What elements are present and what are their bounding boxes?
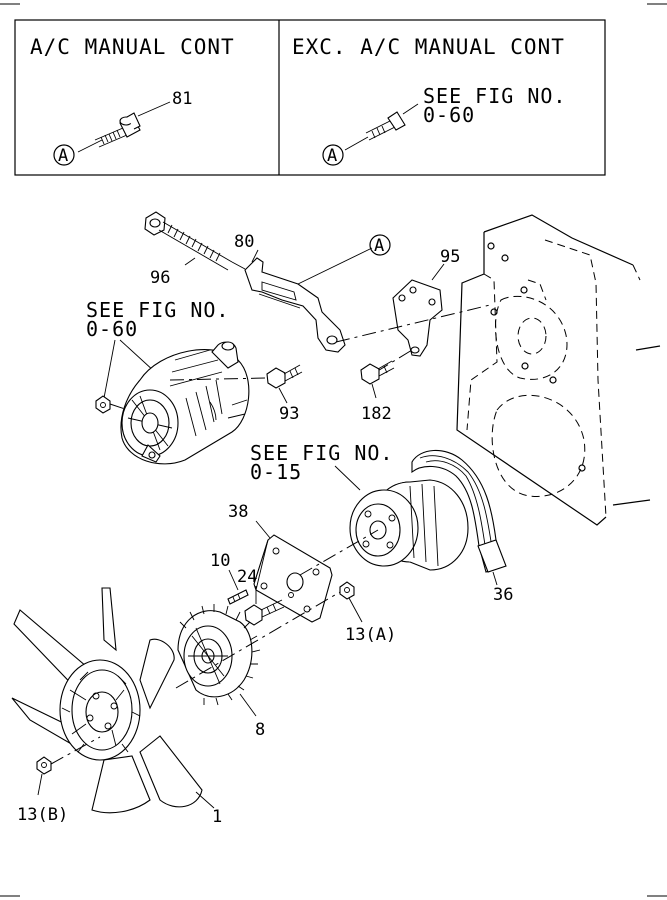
see-alternator-line1: SEE FIG NO. [86,298,229,322]
callout-182: 182 [361,404,392,424]
ref-marker-a-bracket: A [369,234,391,256]
plate-axis-line [299,529,379,576]
callout-8: 8 [255,720,265,740]
inset-box: A/C MANUAL CONT EXC. A/C MANUAL CONT 81 … [14,19,606,176]
inset-left-title: A/C MANUAL CONT [30,35,235,59]
part-13a-nut [339,581,363,623]
callout-13a: 13(A) [345,625,396,645]
svg-text:A: A [374,236,384,256]
callout-80: 80 [234,232,254,252]
see-pulley-line1: SEE FIG NO. [250,441,393,465]
svg-text:A: A [327,146,337,166]
part-8-fan-clutch [177,604,261,717]
callout-93: 93 [279,404,299,424]
ref-marker-a-right: A [322,144,344,166]
alt-axis-line [169,377,269,381]
callout-95: 95 [440,247,460,267]
alternator-pulley-nut [95,395,129,414]
inset-right-bolt [344,103,419,151]
inset-right-title: EXC. A/C MANUAL CONT [292,35,565,59]
part-81-bolt-spacer [77,101,171,153]
part-10-stud [227,569,249,605]
inset-see-line1: SEE FIG NO. [423,84,566,108]
part-13b-nut [36,736,101,796]
part-93-bolt [266,364,303,404]
callout-24: 24 [237,567,257,587]
callout-96: 96 [150,268,170,288]
leader-see-pulley [334,465,361,491]
crop-marks [0,3,667,897]
part-1-fan [11,587,215,814]
inset-see-line2: 0-60 [423,103,475,127]
ref-marker-a-left: A [53,144,75,166]
engine-front-cover [456,214,661,526]
crank-pulley [349,479,469,571]
leader-see-alt-b [119,339,156,373]
callout-38: 38 [228,502,248,522]
part-96-long-bolt [144,211,246,271]
see-alternator-line2: 0-60 [86,317,138,341]
part-182-bolt [360,360,395,399]
callout-81: 81 [172,89,192,109]
callout-36: 36 [493,585,513,605]
alternator [120,341,250,465]
callout-1: 1 [212,807,222,827]
svg-text:A: A [58,146,68,166]
part-95-bracket [392,263,445,357]
callout-10: 10 [210,551,230,571]
part-36-belt [411,449,507,586]
see-pulley-line2: 0-15 [250,460,302,484]
part-80-bracket [244,247,373,353]
callout-13b: 13(B) [17,805,68,825]
part-24-bolt [244,586,285,626]
fan-axis-line [175,591,341,689]
part-38-plate [253,520,333,623]
leader-see-alt-a [103,339,116,399]
bolt-axis-line-2 [375,349,413,373]
